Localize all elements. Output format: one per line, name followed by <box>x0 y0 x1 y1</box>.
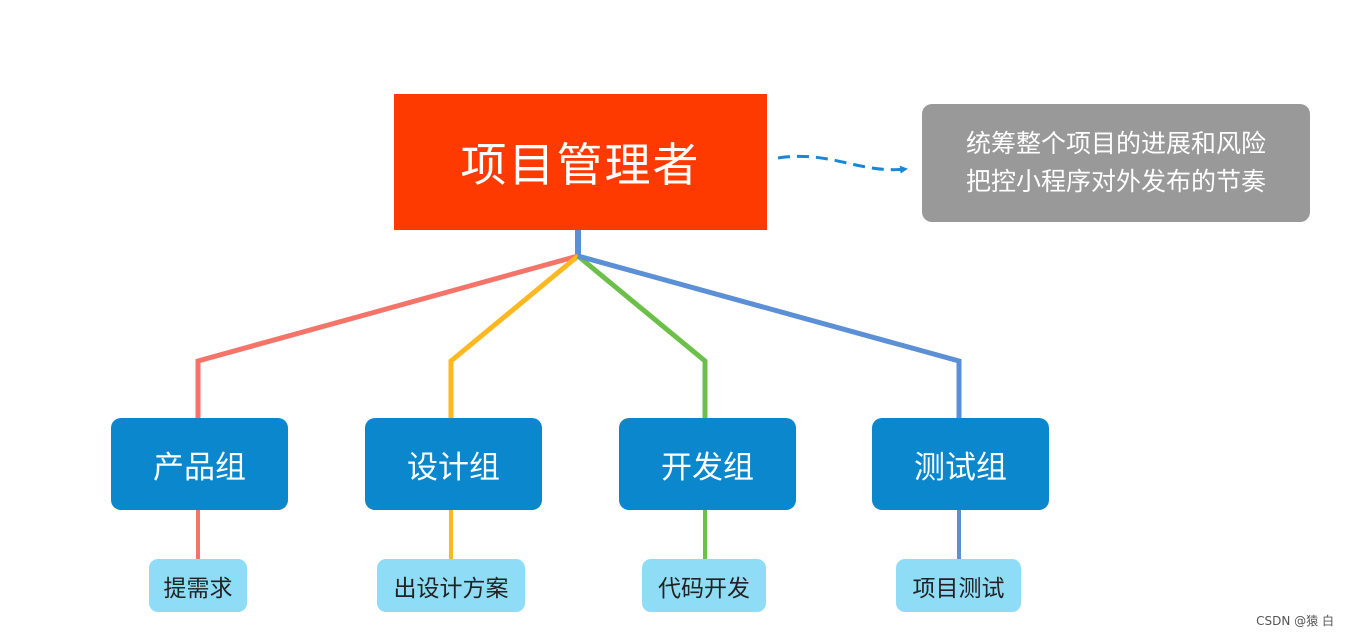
group-label: 设计组 <box>407 449 500 486</box>
group-label: 开发组 <box>661 449 754 486</box>
note-line-2: 把控小程序对外发布的节奏 <box>965 167 1266 196</box>
watermark: CSDN @猿 白 <box>1256 614 1334 628</box>
group-node-test: 测试组 <box>872 418 1049 510</box>
root-node-project-manager: 项目管理者 <box>394 94 767 230</box>
task-node-requirements: 提需求 <box>149 559 247 612</box>
task-label: 代码开发 <box>658 575 750 602</box>
branch-line-product <box>195 253 579 418</box>
branch-line-test <box>577 253 962 418</box>
group-label: 产品组 <box>153 449 246 486</box>
group-node-dev: 开发组 <box>619 418 796 510</box>
task-node-design-plan: 出设计方案 <box>377 559 525 612</box>
task-node-testing: 项目测试 <box>896 559 1021 612</box>
group-node-design: 设计组 <box>365 418 542 510</box>
branch-line-dev <box>576 254 708 418</box>
root-node-label: 项目管理者 <box>460 138 701 192</box>
note-line-1: 统筹整个项目的进展和风险 <box>965 129 1266 158</box>
task-label: 出设计方案 <box>393 575 509 602</box>
group-node-product: 产品组 <box>111 418 288 510</box>
task-node-coding: 代码开发 <box>642 559 766 612</box>
dashed-arrow <box>777 154 908 174</box>
note-box: 统筹整个项目的进展和风险 把控小程序对外发布的节奏 <box>922 104 1310 222</box>
branch-line-design <box>448 254 580 418</box>
group-label: 测试组 <box>914 449 1007 486</box>
task-label: 项目测试 <box>912 575 1005 602</box>
task-label: 提需求 <box>163 575 233 602</box>
